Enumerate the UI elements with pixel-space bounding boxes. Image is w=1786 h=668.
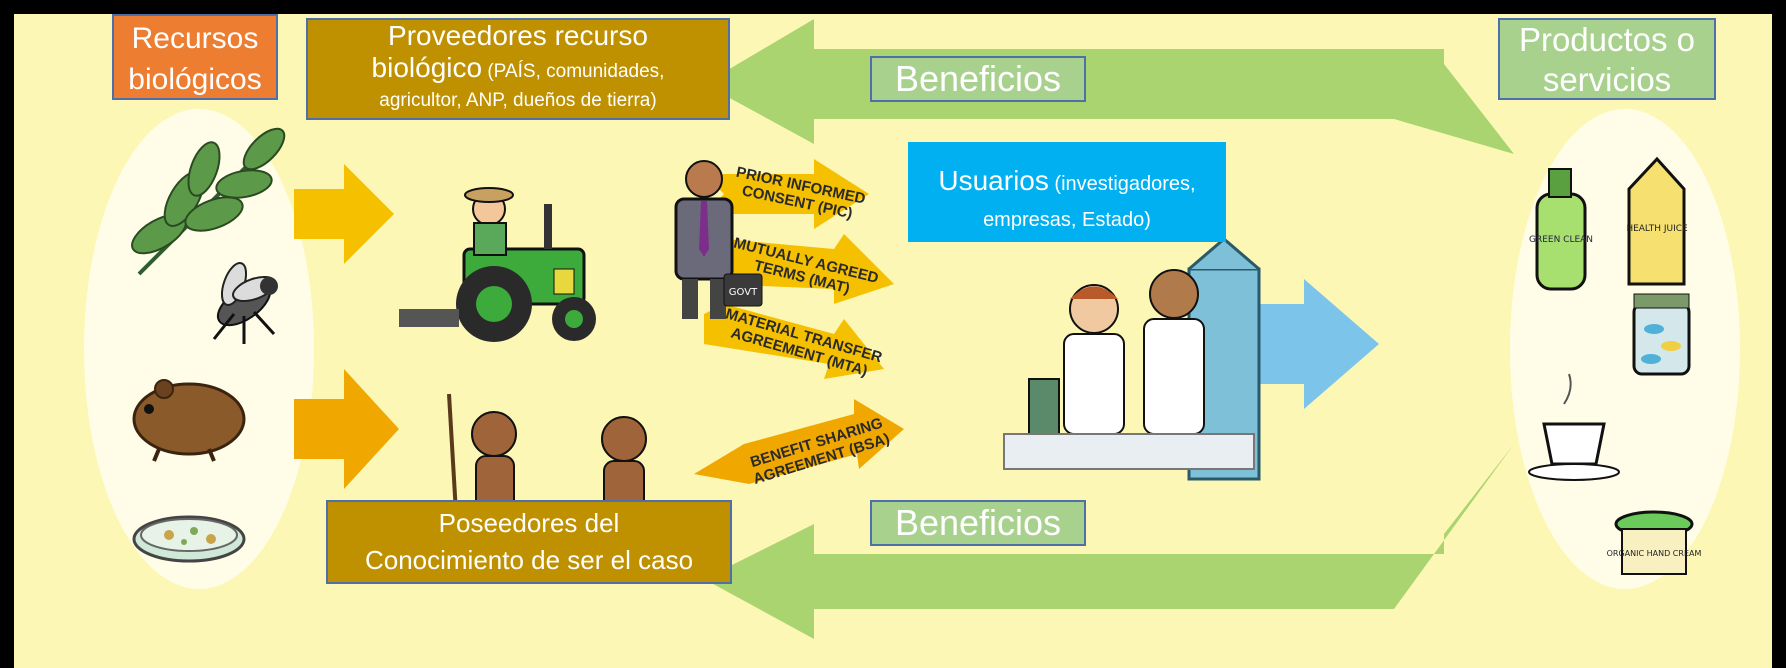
recursos-line1: Recursos (131, 22, 259, 55)
spray-bottle-illustration: GREEN CLEAN (1529, 168, 1593, 291)
proveedores-line2-main: biológico (371, 52, 483, 83)
farmer-tractor-illustration (399, 187, 596, 342)
agreement-arrows (694, 159, 904, 484)
bsa-arrow (694, 399, 904, 484)
health-juice-label: HEALTH JUICE (1626, 224, 1688, 234)
juice-carton-illustration: HEALTH JUICE (1626, 156, 1688, 286)
proveedores-line2-small: (PAÍS, comunidades, (482, 61, 665, 82)
resources-arrow-top (294, 164, 394, 264)
mat-arrow (704, 234, 894, 304)
leaf-branch (131, 127, 286, 276)
proveedores-line1: Proveedores recurso (388, 20, 648, 51)
productos-box: Productos o servicios (1498, 18, 1716, 100)
diagram-graphics: GOVT GREEN CL (131, 19, 1702, 639)
tea-cup-illustration (1528, 373, 1620, 481)
scientists-illustration (1003, 237, 1261, 481)
diagram-canvas: GOVT GREEN CL (14, 14, 1772, 668)
usuarios-box: Usuarios (investigadores, empresas, Esta… (908, 142, 1226, 242)
resources-arrow-bottom (294, 369, 399, 489)
petri-dish-illustration (132, 515, 246, 563)
benefits-top-arrow (704, 19, 1514, 154)
poseedores-line2: Conocimiento de ser el caso (364, 545, 694, 575)
productos-line2: servicios (1542, 61, 1672, 98)
poseedores-line1: Poseedores del (438, 508, 620, 538)
pic-arrow (704, 159, 869, 229)
usuarios-main: Usuarios (938, 165, 1049, 196)
productos-line1: Productos o (1518, 21, 1696, 58)
beneficios-bottom-box: Beneficios (870, 500, 1086, 546)
organic-hand-cream-label: ORGANIC HAND CREAM (1607, 549, 1702, 558)
proveedores-line3: agricultor, ANP, dueños de tierra) (379, 90, 657, 111)
rodent-illustration (132, 379, 246, 462)
poseedores-box: Poseedores del Conocimiento de ser el ca… (326, 500, 732, 584)
usuarios-small2: empresas, Estado) (983, 209, 1151, 231)
mta-arrow (704, 304, 884, 379)
usuarios-small1: (investigadores, (1048, 173, 1196, 195)
users-to-products-arrow (1244, 279, 1379, 409)
green-clean-label: GREEN CLEAN (1529, 235, 1593, 245)
recursos-box: Recursos biológicos (112, 14, 278, 100)
beneficios-top-text: Beneficios (894, 58, 1062, 99)
beneficios-bottom-text: Beneficios (894, 502, 1062, 543)
proveedores-box: Proveedores recurso biológico (PAÍS, com… (306, 18, 730, 120)
usuarios-line1: Usuarios (investigadores, (908, 164, 1226, 203)
cream-jar-illustration: ORGANIC HAND CREAM (1607, 510, 1702, 575)
beneficios-top-box: Beneficios (870, 56, 1086, 102)
proveedores-line2: biológico (PAÍS, comunidades, (308, 52, 728, 89)
fly-illustration (212, 262, 278, 344)
government-official-illustration: GOVT (674, 160, 763, 319)
pill-jar-illustration (1632, 293, 1691, 376)
govt-briefcase-label: GOVT (729, 287, 758, 298)
benefits-bottom-arrow (704, 444, 1514, 639)
recursos-line2: biológicos (128, 63, 262, 96)
